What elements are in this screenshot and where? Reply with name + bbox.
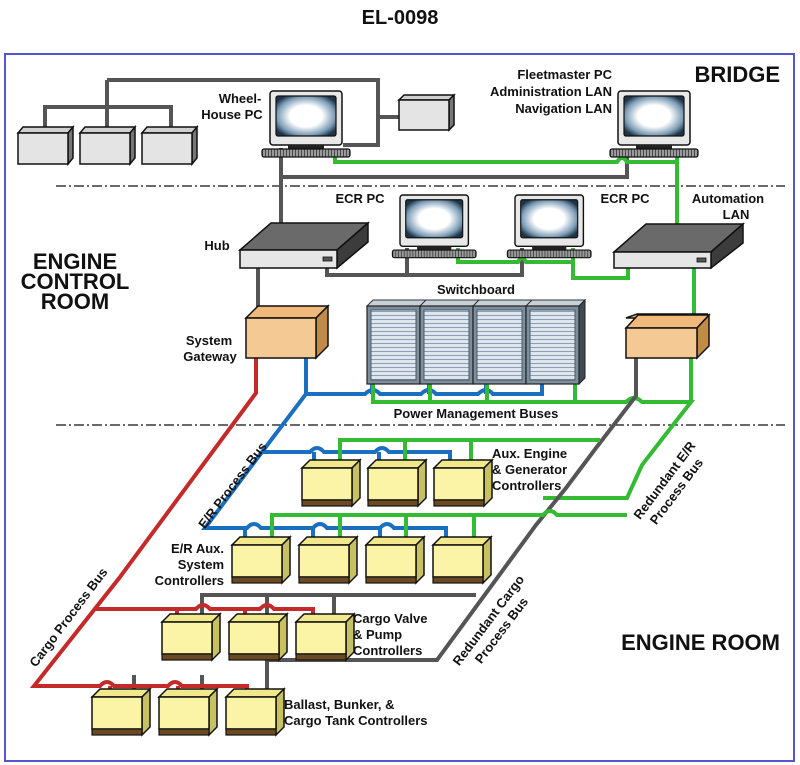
redundant-cargo-process-bus [265, 355, 638, 693]
er-process-bus [262, 446, 452, 468]
aux-engine-label: & Generator [492, 462, 567, 477]
ecr-pc-2-label: ECR PC [600, 191, 650, 206]
er-aux-label: System [178, 557, 224, 572]
bridge-peripheral-wire [107, 78, 380, 147]
automation-lan-label: LAN [723, 207, 750, 222]
power-management-bus-green [428, 384, 577, 402]
er-process-bus [201, 358, 448, 545]
controller-box[interactable] [227, 612, 289, 662]
wheelhouse-pc-label: Wheel- [219, 91, 262, 106]
controllers [90, 458, 494, 737]
cargo-valve-label: Cargo Valve [353, 611, 427, 626]
switchboard-side [578, 298, 586, 386]
controller-box[interactable] [294, 612, 356, 662]
ballast-controller-row [90, 687, 286, 737]
controller-box[interactable] [297, 535, 359, 585]
switchboard[interactable] [365, 298, 587, 386]
redundant-er-process-bus [270, 509, 627, 545]
controller-box[interactable] [224, 687, 286, 737]
redundant-er-process-bus [338, 438, 600, 468]
zone-label-ecr-line: CONTROL [21, 269, 130, 294]
er-aux-label: E/R Aux. [171, 541, 224, 556]
cargo-process-bus [29, 358, 258, 697]
er-aux-controller-row [230, 535, 493, 585]
system-gateway-label: System [186, 333, 232, 348]
system-gateway-label: Gateway [183, 349, 237, 364]
controller-box[interactable] [90, 687, 152, 737]
zone-label-engine-control-room: ENGINE CONTROL ROOM [21, 249, 130, 314]
redundant-gateway[interactable] [624, 313, 711, 360]
aux-engine-label: Controllers [492, 478, 561, 493]
aux-engine-label: Aux. Engine [492, 446, 567, 461]
controller-box[interactable] [364, 535, 426, 585]
automation-lan-wire [333, 150, 677, 164]
controller-box[interactable] [160, 612, 222, 662]
diagram-title: EL-0098 [362, 7, 439, 29]
hub-label: Hub [204, 238, 229, 253]
fleetmaster-pc-label: Fleetmaster PC [517, 67, 612, 82]
controller-box[interactable] [230, 535, 292, 585]
peripheral-box[interactable] [16, 124, 75, 167]
ecr-pc-1-label: ECR PC [335, 191, 385, 206]
fleetmaster-pc-label: Navigation LAN [515, 101, 612, 116]
peripheral-box[interactable] [78, 124, 137, 167]
controller-box[interactable] [432, 458, 494, 508]
diagram-frame [4, 53, 795, 762]
aux-engine-controller-row [300, 458, 494, 508]
automation-lan-label: Automation [692, 191, 764, 206]
power-management-bus-green [371, 384, 696, 500]
zone-label-ecr-line: ENGINE [33, 249, 117, 274]
switchboard-cabinet[interactable] [365, 299, 428, 385]
bridge-peripherals [16, 93, 456, 167]
zone-label-engine-room: ENGINE ROOM [621, 630, 780, 655]
hub[interactable] [237, 221, 371, 270]
ballast-label: Ballast, Bunker, & [284, 697, 395, 712]
fleetmaster-pc-label: Administration LAN [490, 84, 612, 99]
cargo-valve-controller-row [160, 612, 356, 662]
switchboard-label: Switchboard [437, 282, 515, 297]
zone-label-ecr-line: ROOM [41, 289, 109, 314]
cargo-process-bus [95, 603, 315, 624]
automation-lan-hub[interactable] [612, 222, 745, 270]
peripheral-box[interactable] [140, 124, 199, 167]
switchboard-cabinet[interactable] [418, 299, 481, 385]
redundant-cargo-process-bus [200, 593, 476, 620]
cargo-valve-label: Controllers [353, 643, 422, 658]
controller-box[interactable] [157, 687, 219, 737]
zone-label-bridge: BRIDGE [694, 62, 780, 87]
wheelhouse-pc-label: House PC [201, 107, 263, 122]
controller-box[interactable] [431, 535, 493, 585]
switchboard-cabinet[interactable] [471, 299, 534, 385]
ballast-label: Cargo Tank Controllers [284, 713, 428, 728]
er-aux-label: Controllers [155, 573, 224, 588]
cargo-valve-label: & Pump [353, 627, 402, 642]
power-management-buses-label: Power Management Buses [394, 406, 559, 421]
controller-box[interactable] [366, 458, 428, 508]
switchboard-cabinet[interactable] [524, 299, 587, 385]
system-gateway[interactable] [244, 304, 330, 360]
peripheral-box[interactable] [397, 93, 456, 132]
controller-box[interactable] [300, 458, 362, 508]
